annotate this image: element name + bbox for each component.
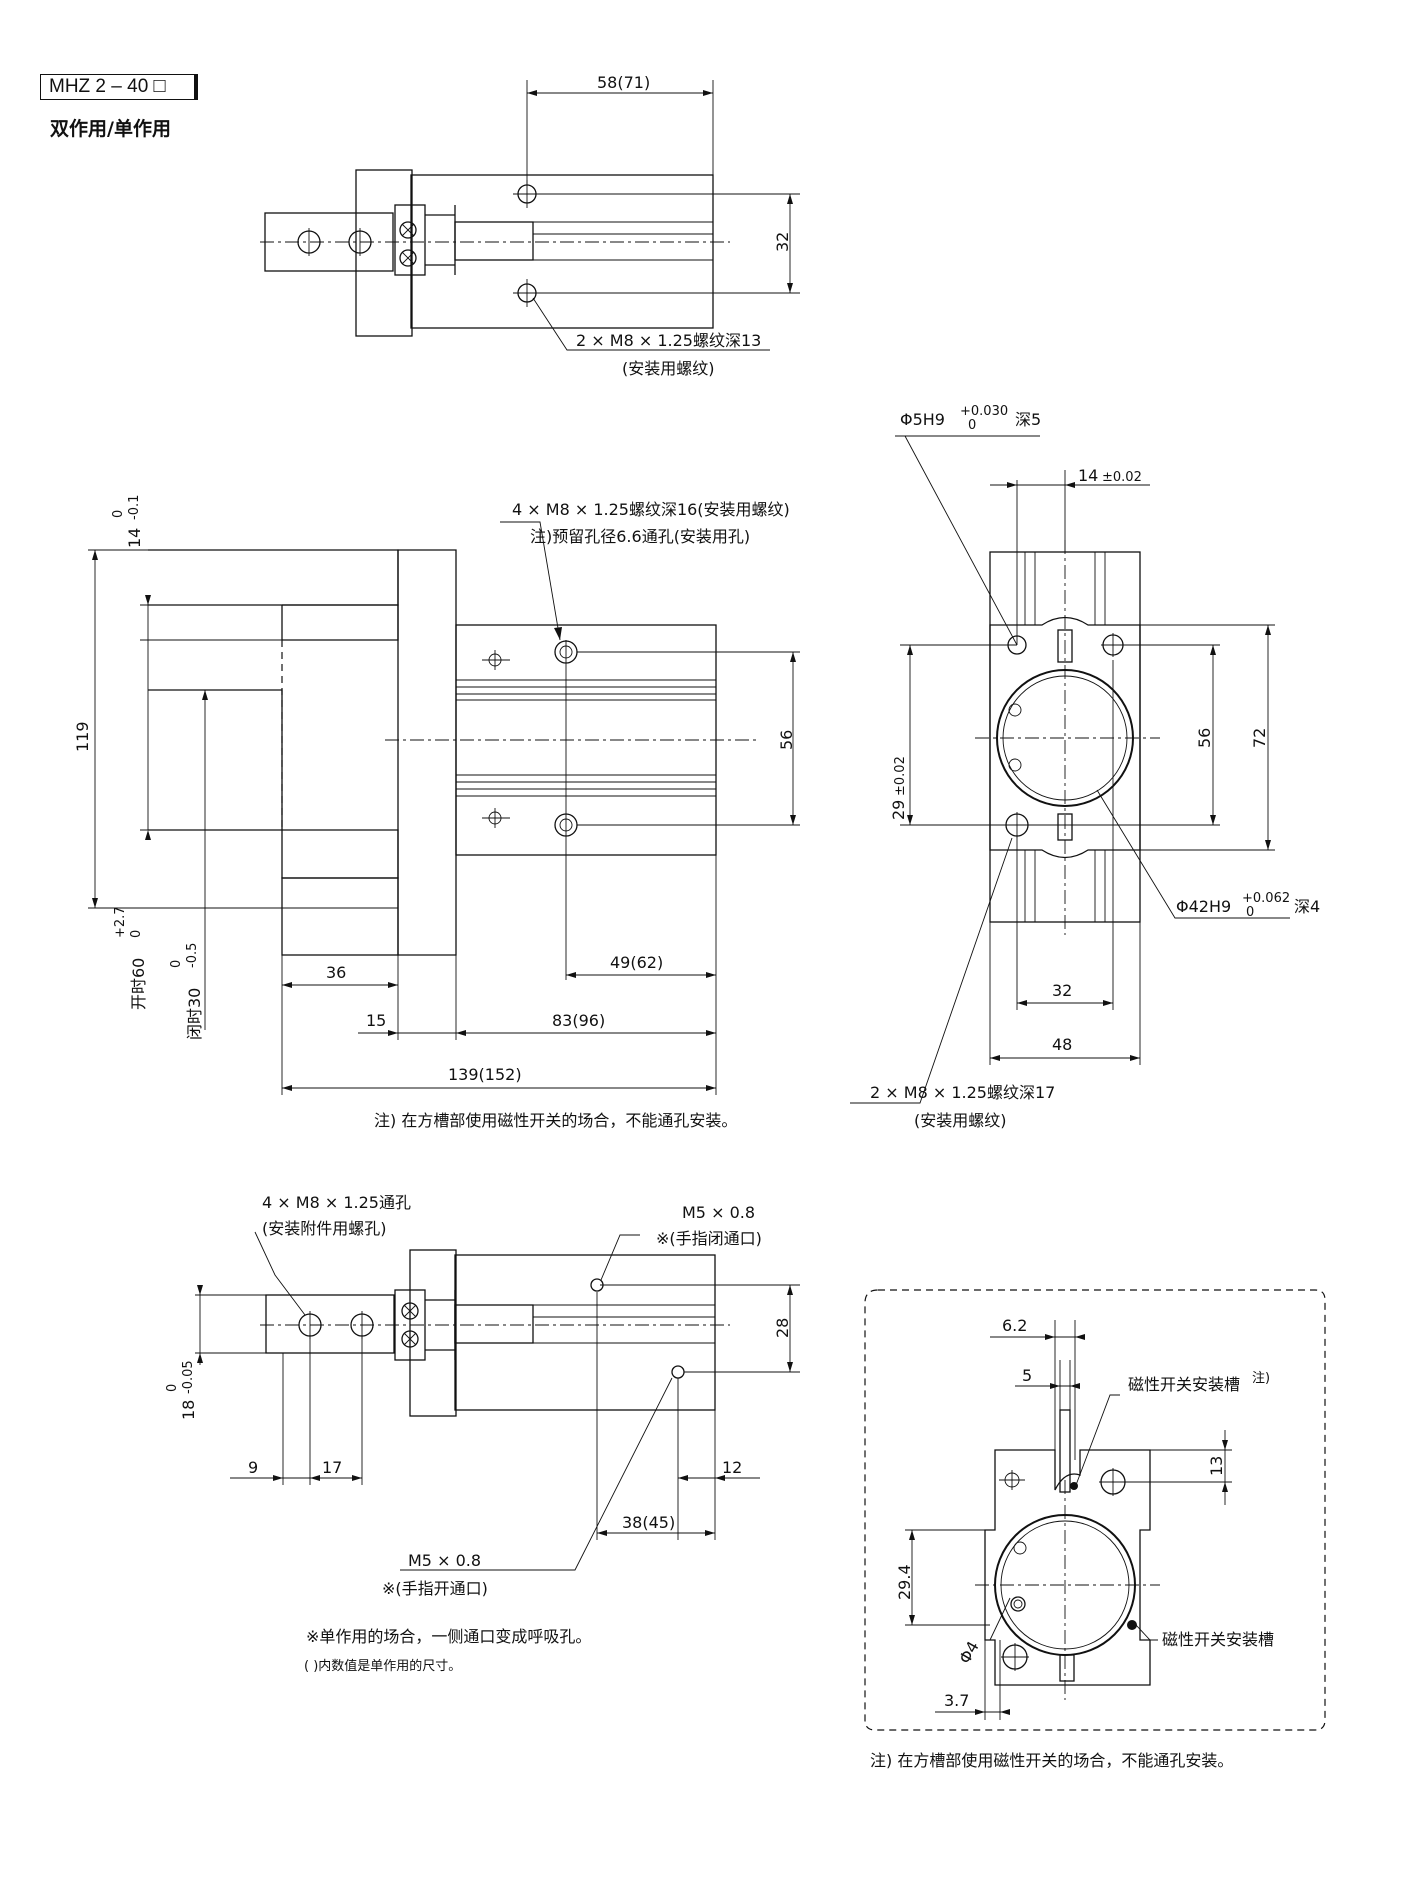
- top-dim-spacing: 32: [773, 232, 792, 252]
- bottom-note-single: ※单作用的场合，一侧通口变成呼吸孔。: [306, 1627, 591, 1646]
- bottom-dim-38: 38(45): [622, 1513, 675, 1532]
- front-note-bottom: 注) 在方槽部使用磁性开关的场合，不能通孔安装。: [374, 1111, 737, 1130]
- bottom-port-open: M5 × 0.8: [408, 1551, 481, 1570]
- top-view: [260, 80, 800, 351]
- front-dim-119: 119: [73, 721, 92, 752]
- model-label: MHZ 2 – 40: [49, 76, 149, 97]
- top-note-thread: 2 × M8 × 1.25螺纹深13: [576, 331, 761, 350]
- bottom-dim-18-tol-upper: 0: [165, 1384, 180, 1392]
- front-dim-139: 139(152): [448, 1065, 522, 1084]
- top-dim-width: 58(71): [597, 73, 650, 92]
- bottom-port-closed: M5 × 0.8: [682, 1203, 755, 1222]
- front-dim-closed-tol-lower: -0.5: [185, 943, 200, 968]
- bottom-view: [195, 1231, 800, 1571]
- top-note-thread-sub: (安装用螺纹): [622, 359, 715, 378]
- side-note-pin-tol-lower: 0: [968, 418, 976, 433]
- detail-view: [864, 1289, 1326, 1731]
- bottom-port-closed-sub: ※(手指闭通口): [656, 1229, 762, 1248]
- side-dim-29-tol: ±0.02: [893, 756, 908, 796]
- bottom-port-open-sub: ※(手指开通口): [382, 1579, 488, 1598]
- bottom-dim-28: 28: [773, 1318, 792, 1338]
- detail-slot-label-2: 磁性开关安装槽: [1162, 1630, 1274, 1649]
- model-label-box: MHZ 2 – 40 □: [40, 74, 198, 100]
- side-note-thread: 2 × M8 × 1.25螺纹深17: [870, 1083, 1055, 1102]
- side-note-pin-depth: 深5: [1015, 410, 1041, 429]
- front-dim-open-tol-lower: 0: [129, 930, 144, 938]
- detail-dim-3-7: 3.7: [944, 1691, 969, 1710]
- model-checkbox-symbol: □: [153, 75, 166, 97]
- side-note-bore: Φ42H9: [1176, 897, 1231, 916]
- side-view: [850, 435, 1290, 1104]
- side-note-bore-tol-upper: +0.062: [1242, 891, 1290, 906]
- front-dim-14-tol-upper: 0: [111, 510, 126, 518]
- detail-dashed-frame: [864, 1289, 1326, 1731]
- detail-dim-13: 13: [1207, 1456, 1226, 1476]
- front-dim-14: 14: [125, 528, 144, 548]
- detail-dim-phi4: Φ4: [955, 1638, 983, 1667]
- side-note-pin-tol-upper: +0.030: [960, 404, 1008, 419]
- bottom-note-hole-sub: (安装附件用螺孔): [262, 1219, 387, 1238]
- side-dim-29: 29: [889, 800, 908, 820]
- front-dim-open-tol-upper: +2.7: [113, 906, 128, 938]
- bottom-dim-9: 9: [248, 1458, 258, 1477]
- bottom-note-hole: 4 × M8 × 1.25通孔: [262, 1193, 411, 1212]
- front-view: [88, 521, 800, 1095]
- front-dim-83: 83(96): [552, 1011, 605, 1030]
- side-note-thread-sub: (安装用螺纹): [914, 1111, 1007, 1130]
- detail-dim-29-4: 29.4: [895, 1564, 914, 1600]
- page-subtitle: 双作用/单作用: [50, 118, 171, 140]
- side-note-bore-tol-lower: 0: [1246, 905, 1254, 920]
- side-dim-14-tol: ±0.02: [1102, 470, 1142, 485]
- side-dim-14: 14: [1078, 466, 1098, 485]
- front-dim-36: 36: [326, 963, 346, 982]
- detail-slot-label: 磁性开关安装槽: [1128, 1375, 1240, 1394]
- bottom-dim-18-tol-lower: -0.05: [181, 1360, 196, 1394]
- front-dim-49: 49(62): [610, 953, 663, 972]
- side-dim-72: 72: [1250, 728, 1269, 748]
- front-note-thread-sub: 注)预留孔径6.6通孔(安装用孔): [530, 527, 750, 546]
- detail-dim-6-2: 6.2: [1002, 1316, 1027, 1335]
- side-dim-56: 56: [1195, 728, 1214, 748]
- bottom-body: [454, 1254, 716, 1411]
- detail-note-bottom: 注) 在方槽部使用磁性开关的场合，不能通孔安装。: [870, 1751, 1233, 1770]
- front-dim-closed-tol-upper: 0: [169, 960, 184, 968]
- front-note-thread: 4 × M8 × 1.25螺纹深16(安装用螺纹): [512, 500, 790, 519]
- side-note-pin: Φ5H9: [900, 410, 945, 429]
- side-dim-32: 32: [1052, 981, 1072, 1000]
- bottom-dim-17: 17: [322, 1458, 342, 1477]
- side-dim-48: 48: [1052, 1035, 1072, 1054]
- side-note-bore-depth: 深4: [1294, 897, 1320, 916]
- detail-dim-5: 5: [1022, 1366, 1032, 1385]
- top-jaw-block: [355, 169, 413, 337]
- front-dim-56: 56: [777, 730, 796, 750]
- bottom-dim-18: 18: [179, 1400, 198, 1420]
- detail-slot-label-note: 注): [1252, 1371, 1270, 1386]
- front-dim-closed: 闭时30: [185, 988, 204, 1040]
- front-dim-14-tol-lower: -0.1: [127, 495, 142, 520]
- front-dim-open: 开时60: [129, 958, 148, 1010]
- top-body: [410, 174, 714, 329]
- bottom-note-paren: ( )内数值是单作用的尺寸。: [304, 1658, 461, 1674]
- front-dim-15: 15: [366, 1011, 386, 1030]
- bottom-dim-12: 12: [722, 1458, 742, 1477]
